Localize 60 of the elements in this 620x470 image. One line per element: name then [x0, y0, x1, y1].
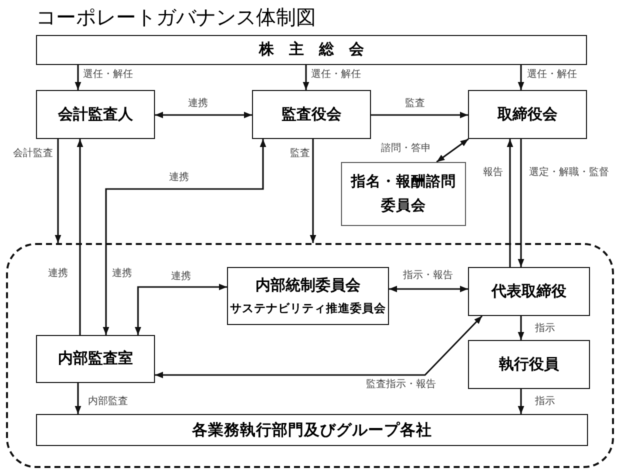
double-arrow	[436, 138, 469, 163]
arrow	[302, 65, 310, 90]
box-label: 内部監査室	[58, 349, 133, 369]
org-box	[227, 267, 389, 325]
box-label: 取締役会	[498, 104, 558, 124]
arrow	[76, 139, 84, 335]
box-label: 執行役員	[499, 354, 559, 374]
box-label: 各業務執行部門及びグループ各社	[192, 420, 432, 440]
org-box	[468, 340, 590, 389]
edge-label: 連携	[187, 98, 209, 109]
double-arrow	[389, 286, 468, 292]
org-box	[468, 90, 587, 139]
edge-label: 指示	[534, 396, 556, 407]
arrow	[518, 139, 524, 267]
box-sublabel: サステナビリティ推進委員会	[230, 300, 386, 316]
arrow	[310, 139, 316, 243]
edge-label: 連携	[47, 268, 69, 279]
edge-label: 監査指示・報告	[365, 379, 437, 390]
arrow	[518, 389, 524, 414]
box-label: 代表取締役	[492, 282, 566, 302]
edge-label: 監査	[404, 98, 426, 109]
box-label: 監査役会	[282, 104, 342, 124]
edge-label: 連携	[168, 172, 190, 183]
edge-label: 監査	[289, 148, 311, 159]
arrow	[518, 65, 524, 90]
org-box	[36, 35, 587, 65]
arrow	[74, 383, 82, 414]
org-box	[252, 90, 371, 139]
dashed-group-frame	[6, 243, 614, 468]
connector-label: 連携	[111, 268, 133, 279]
org-box	[36, 90, 155, 139]
edge-label: 会計監査	[12, 148, 54, 159]
arrow	[74, 65, 82, 90]
edge-label: 諮問・答申	[380, 143, 432, 154]
edge-label: 指示	[534, 323, 556, 334]
edge-label: 選任・解任	[82, 69, 134, 80]
box-label: 会計監査人	[58, 104, 133, 124]
edge-label: 選任・解任	[310, 69, 362, 80]
org-box	[36, 414, 588, 446]
box-label: 株主総会	[259, 40, 379, 60]
org-box	[468, 267, 590, 316]
diagram-title: コーポレートガバナンス体制図	[36, 6, 316, 28]
arrow	[54, 139, 62, 243]
edge-label: 指示・報告	[402, 270, 454, 281]
org-box	[36, 335, 155, 383]
box-label: 内部統制委員会	[256, 276, 360, 296]
arrow	[518, 316, 524, 340]
double-arrow	[155, 315, 483, 378]
double-arrow	[155, 112, 252, 118]
org-box	[341, 162, 466, 226]
edge-label: 選定・解職・監督	[528, 167, 610, 178]
double-arrow	[134, 284, 227, 335]
edge-label: 内部監査	[87, 396, 129, 407]
edge-label: 連携	[170, 271, 192, 282]
box-label: 指名・報酬諮問委員会	[350, 172, 457, 216]
arrow	[371, 112, 468, 118]
edge-label: 報告	[482, 167, 504, 178]
arrow	[506, 139, 514, 267]
double-arrow	[102, 139, 266, 335]
edge-label: 選任・解任	[526, 69, 578, 80]
